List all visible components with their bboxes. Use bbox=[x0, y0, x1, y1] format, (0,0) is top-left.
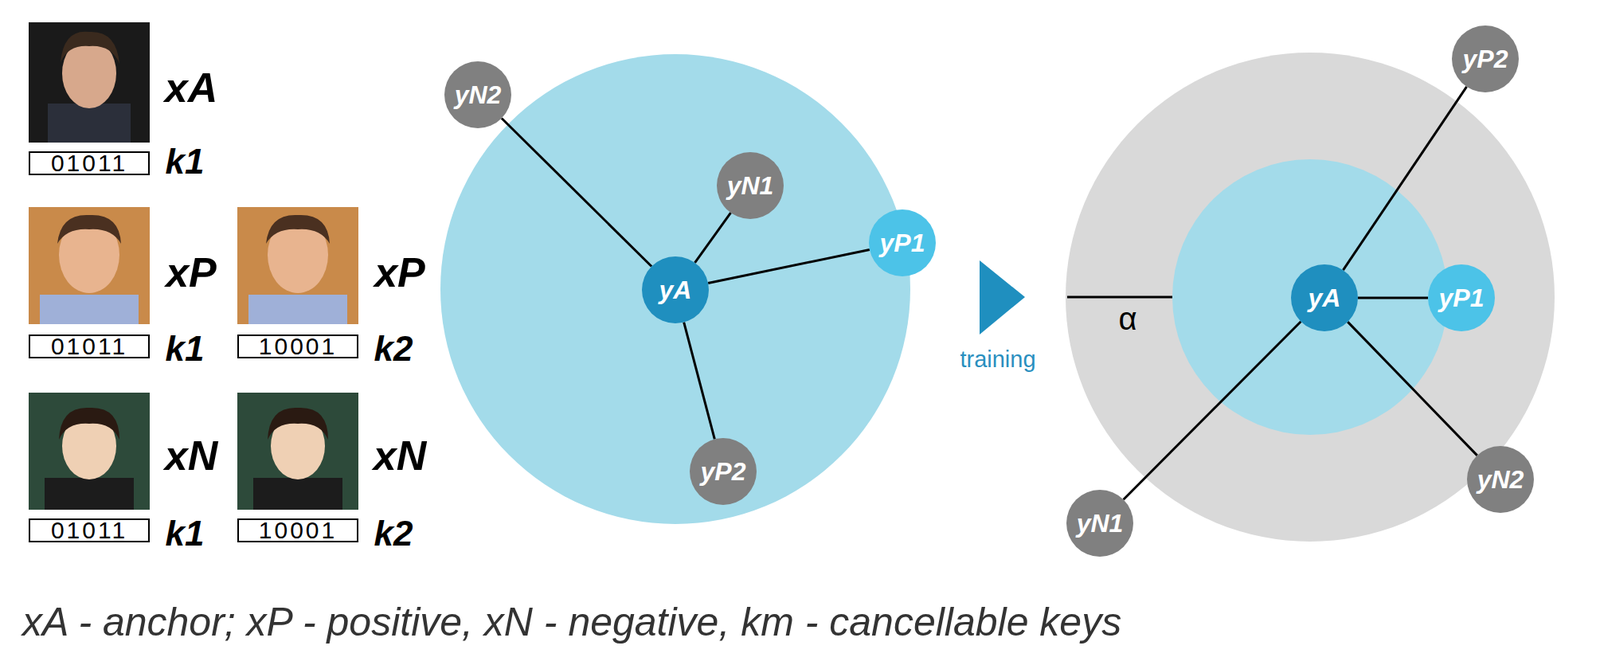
node-label: yA bbox=[1308, 283, 1342, 313]
face-photo bbox=[237, 392, 359, 510]
embedding-node: yP1 bbox=[868, 209, 936, 277]
embedding-node: yA bbox=[641, 256, 709, 324]
caption: xA - anchor; xP - positive, xN - negativ… bbox=[22, 598, 1122, 646]
cancellable-key: 01011 bbox=[28, 334, 150, 359]
margin-region bbox=[440, 54, 911, 525]
face-photo bbox=[237, 207, 359, 325]
variable-label: xA bbox=[164, 63, 218, 112]
embedding-node: yP1 bbox=[1427, 264, 1495, 332]
face-photo bbox=[28, 392, 150, 510]
face-photo bbox=[28, 207, 150, 325]
distance-line bbox=[1357, 297, 1428, 300]
node-label: yN2 bbox=[454, 80, 502, 110]
positive-region bbox=[1172, 159, 1448, 435]
margin-line bbox=[1067, 296, 1173, 299]
training-arrow bbox=[979, 260, 1025, 335]
node-label: yN1 bbox=[1076, 508, 1124, 539]
distance-line bbox=[501, 118, 652, 267]
margin-symbol: α bbox=[1118, 301, 1137, 337]
variable-label: k2 bbox=[374, 328, 414, 369]
node-label: yP1 bbox=[880, 228, 926, 259]
variable-label: k2 bbox=[374, 513, 414, 554]
variable-label: k1 bbox=[165, 513, 205, 554]
variable-label: xN bbox=[164, 431, 218, 480]
variable-label: k1 bbox=[165, 328, 205, 369]
variable-label: xN bbox=[373, 431, 427, 480]
cancellable-key: 01011 bbox=[28, 151, 150, 176]
node-label: yN2 bbox=[1477, 465, 1525, 495]
embedding-node: yP2 bbox=[689, 438, 757, 505]
embedding-node: yP2 bbox=[1451, 25, 1519, 93]
node-label: yP2 bbox=[1463, 44, 1509, 75]
variable-label: k1 bbox=[165, 141, 205, 182]
embedding-node: yN1 bbox=[1066, 489, 1134, 557]
node-label: yN1 bbox=[727, 171, 775, 201]
embedding-node: yA bbox=[1290, 264, 1358, 332]
embedding-node: yN2 bbox=[1466, 445, 1534, 513]
distance-line bbox=[1342, 86, 1467, 270]
distance-line bbox=[1123, 321, 1302, 500]
distance-line bbox=[694, 212, 731, 263]
embedding-node: yN2 bbox=[444, 61, 512, 129]
distance-line bbox=[708, 250, 870, 284]
cancellable-key: 10001 bbox=[237, 518, 359, 543]
face-photo bbox=[28, 22, 150, 143]
embedding-node: yN1 bbox=[716, 152, 784, 220]
cancellable-key: 01011 bbox=[28, 518, 150, 543]
cancellable-key: 10001 bbox=[237, 334, 359, 359]
variable-label: xP bbox=[374, 248, 426, 297]
distance-line bbox=[684, 322, 716, 440]
distance-line bbox=[1347, 321, 1478, 456]
step-label: training bbox=[959, 346, 1036, 373]
node-label: yP1 bbox=[1439, 283, 1485, 313]
node-label: yP2 bbox=[700, 457, 747, 487]
variable-label: xP bbox=[165, 248, 217, 297]
margin-ring bbox=[1065, 52, 1555, 542]
node-label: yA bbox=[659, 275, 693, 306]
